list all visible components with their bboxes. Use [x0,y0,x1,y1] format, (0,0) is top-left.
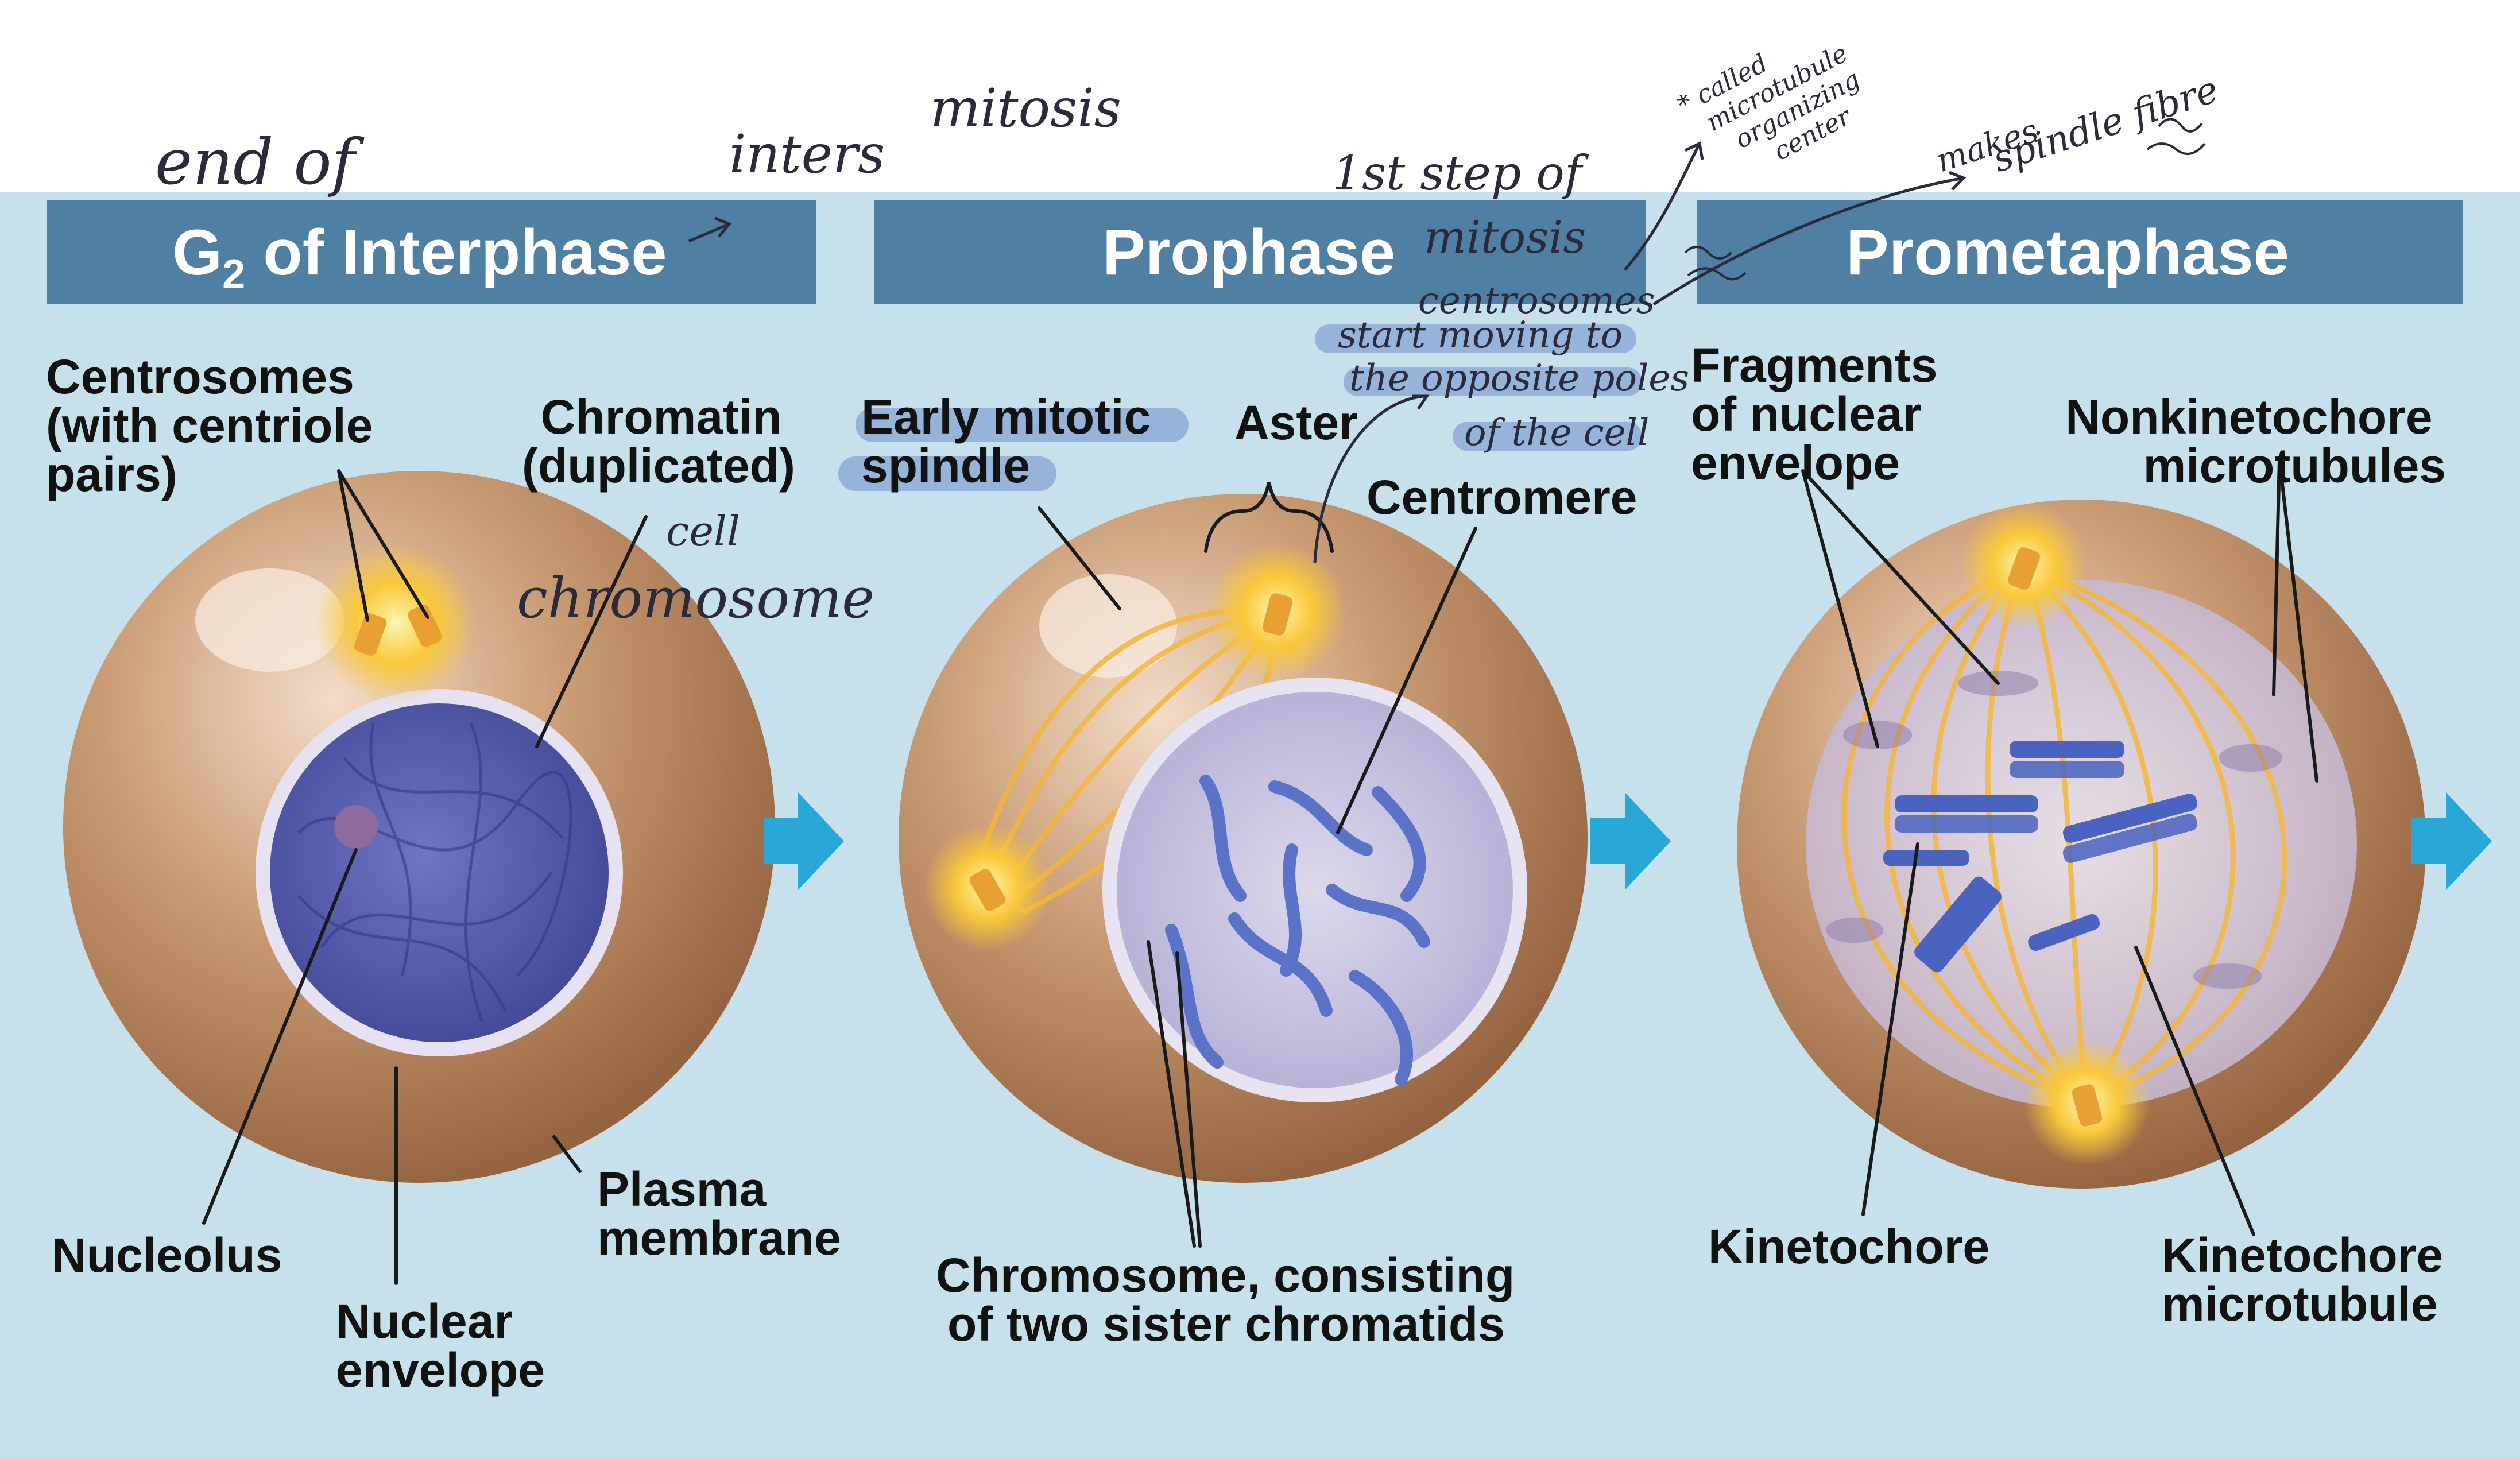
note-cell: cell [666,507,740,555]
label-nuclear-envelope: Nuclear envelope [336,1294,545,1397]
label-kinetochore: Kinetochore [1708,1220,1989,1274]
label-nucleolus: Nucleolus [52,1228,282,1282]
nucleus-2 [1117,692,1513,1088]
cell-prophase [899,494,1588,1183]
title-interphase: G2 of Interphase [172,216,667,297]
note-mitosis: mitosis [930,78,1121,139]
nucleolus-body [334,805,378,849]
title-prophase: Prophase [1102,216,1395,288]
note-end-of: end of [155,125,365,199]
nucleus-1 [270,703,609,1042]
note-first-step: 1st step of [1332,146,1589,201]
note-called: * called microtubule organizing center [1673,9,1887,196]
label-kinetochore-mt: Kinetochore microtubule [2162,1228,2456,1331]
label-chromosome: Chromosome, consisting of two sister chr… [936,1248,1528,1351]
note-first-step-2: mitosis [1424,212,1586,264]
label-centromere: Centromere [1367,470,1637,524]
label-aster: Aster [1234,396,1358,450]
note-inters: inters [729,123,885,185]
note-chromosome: chromosome [517,566,874,630]
title-prometaphase: Prometaphase [1846,216,2289,288]
label-chromatin: Chromatin (duplicated) [522,390,795,493]
